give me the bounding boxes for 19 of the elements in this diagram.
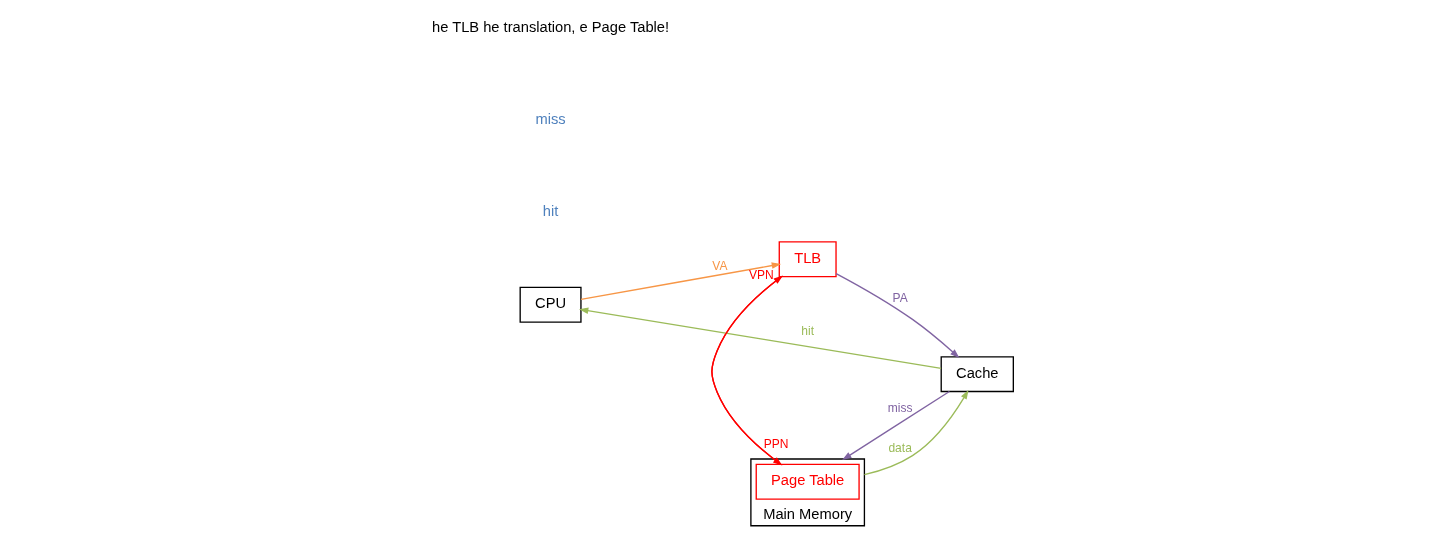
node-box: TLB (778, 241, 837, 278)
edge-label: VA (712, 259, 728, 274)
label: he TLB he translation, e Page Table! (432, 19, 670, 35)
edge-label: data (888, 440, 912, 455)
arrow (842, 390, 951, 461)
edge-label: hit (801, 324, 814, 339)
node-box: CPU (519, 286, 582, 323)
label: miss (535, 111, 566, 128)
arrow (835, 272, 960, 359)
edge-label: VPN (749, 267, 774, 282)
node-box: Page Table (755, 463, 860, 500)
arrow (578, 307, 942, 370)
edge-label: PA (892, 290, 908, 305)
arrow (863, 389, 969, 476)
label: hit (542, 203, 559, 220)
edge-label: PPN (763, 436, 789, 451)
arrow (580, 262, 782, 301)
edge-label: miss (887, 400, 913, 415)
node-box: Cache (940, 356, 1014, 393)
